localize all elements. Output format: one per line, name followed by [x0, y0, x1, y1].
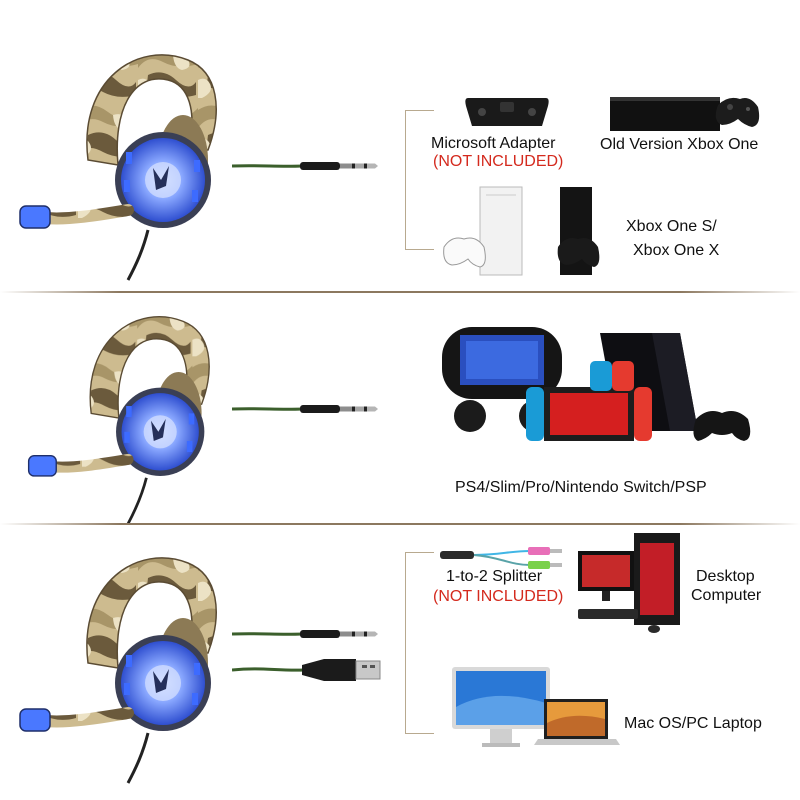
connector-bracket: [405, 552, 434, 734]
not-included-note: (NOT INCLUDED): [433, 588, 564, 605]
splitter-label: 1-to-2 Splitter: [446, 568, 543, 585]
desktop-computer-icon: [578, 533, 680, 633]
connector-bracket: [405, 110, 434, 250]
not-included-note: (NOT INCLUDED): [433, 153, 564, 170]
headset-icon: [18, 303, 238, 533]
xbox-one-console-icon: [610, 97, 760, 131]
row-pc: 1-to-2 Splitter (NOT INCLUDED) Desktop C…: [0, 525, 800, 800]
mac-laptop-icon: [452, 667, 620, 747]
audio-jack-icon: [232, 403, 380, 415]
desktop-label: Desktop: [696, 568, 755, 585]
headset-icon: [18, 543, 238, 793]
section-divider: [0, 291, 800, 293]
section-divider: [0, 523, 800, 525]
usb-plug-icon: [232, 659, 381, 681]
microsoft-adapter-label: Microsoft Adapter: [431, 135, 556, 152]
ps4-switch-psp-icon: [442, 327, 751, 441]
xbox-stereo-adapter-icon: [465, 98, 549, 126]
xbox-one-s-x-console-icon: [443, 186, 600, 276]
audio-jack-icon: [232, 628, 380, 640]
audio-jack-icon: [232, 160, 380, 172]
audio-splitter-cable-icon: [440, 547, 562, 569]
ps4-switch-psp-label: PS4/Slim/Pro/Nintendo Switch/PSP: [455, 479, 707, 496]
computer-label: Computer: [691, 587, 762, 604]
headset-icon: [18, 40, 238, 290]
old-xbox-one-label: Old Version Xbox One: [600, 136, 759, 153]
xbox-one-x-label: Xbox One X: [633, 242, 720, 259]
xbox-one-s-label: Xbox One S/: [626, 218, 717, 235]
row-xbox: Microsoft Adapter (NOT INCLUDED) Old Ver…: [0, 0, 800, 290]
row-playstation-nintendo: PS4/Slim/Pro/Nintendo Switch/PSP: [0, 293, 800, 523]
mac-laptop-label: Mac OS/PC Laptop: [624, 715, 762, 732]
